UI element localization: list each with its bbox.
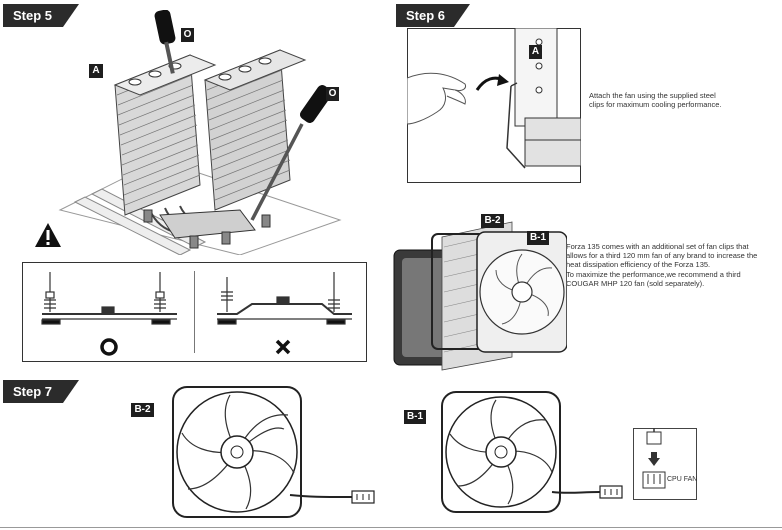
arrow-icon — [651, 452, 657, 458]
mounting-comparison-box — [22, 262, 367, 362]
heatsink-right — [203, 49, 307, 211]
label-o-right: O — [326, 87, 339, 101]
label-b2-fan: B-2 — [131, 403, 154, 417]
label-a-step6: A — [529, 45, 542, 59]
forza-line4: To maximize the performance,we recommend… — [566, 269, 741, 279]
mounting-comparison-diagrams — [41, 272, 352, 356]
cooler-mounting-illustration — [58, 10, 342, 255]
warning-icon — [35, 223, 61, 247]
page-bottom-rule — [0, 527, 782, 528]
forza-description: Forza 135 comes with an additional set o… — [566, 242, 780, 288]
label-a: A — [89, 64, 103, 78]
fan-b2-illustration — [172, 386, 375, 518]
forza-line2: allows for a third 120 mm fan of any bra… — [566, 251, 758, 261]
step-6-tab: Step 6 — [396, 4, 470, 27]
screwdriver-icon — [250, 84, 333, 221]
correct-symbol — [100, 338, 118, 356]
forza-line5: COUGAR MHP 120 fan (sold separately). — [566, 278, 705, 288]
label-b1-assembly: B-1 — [527, 231, 549, 245]
fan-icon — [441, 391, 561, 513]
heatsink-left — [113, 54, 217, 216]
step6-line2: clips for maximum cooling performance. — [589, 100, 722, 110]
step-7-tab: Step 7 — [3, 380, 79, 403]
step-5-tab: Step 5 — [3, 4, 79, 27]
triple-fan-assembly — [393, 221, 567, 371]
step6-line1: Attach the fan using the supplied steel — [589, 91, 716, 100]
cpu-fan-label: CPU FAN — [667, 476, 698, 483]
label-b2-assembly: B-2 — [481, 214, 504, 228]
fan-icon — [476, 231, 567, 353]
hand-icon — [407, 72, 466, 125]
fan-clip-illustration — [407, 28, 581, 169]
correct-mounting-diagram — [41, 272, 177, 325]
forza-line3: heat dissipation efficiency of the Forza… — [566, 260, 711, 270]
comparison-divider — [194, 271, 195, 353]
fan-b1-illustration — [441, 391, 623, 513]
step6-instruction: Attach the fan using the supplied steel … — [589, 91, 779, 109]
cpu-fan-connector-diagram — [642, 428, 666, 489]
fan-icon — [172, 386, 302, 518]
label-o-top: O — [181, 28, 194, 42]
forza-line1: Forza 135 comes with an additional set o… — [566, 242, 749, 251]
screwdriver-icon — [154, 10, 176, 74]
incorrect-mounting-diagram — [217, 272, 352, 325]
incorrect-symbol — [275, 339, 291, 355]
label-b1-fan: B-1 — [404, 410, 426, 424]
